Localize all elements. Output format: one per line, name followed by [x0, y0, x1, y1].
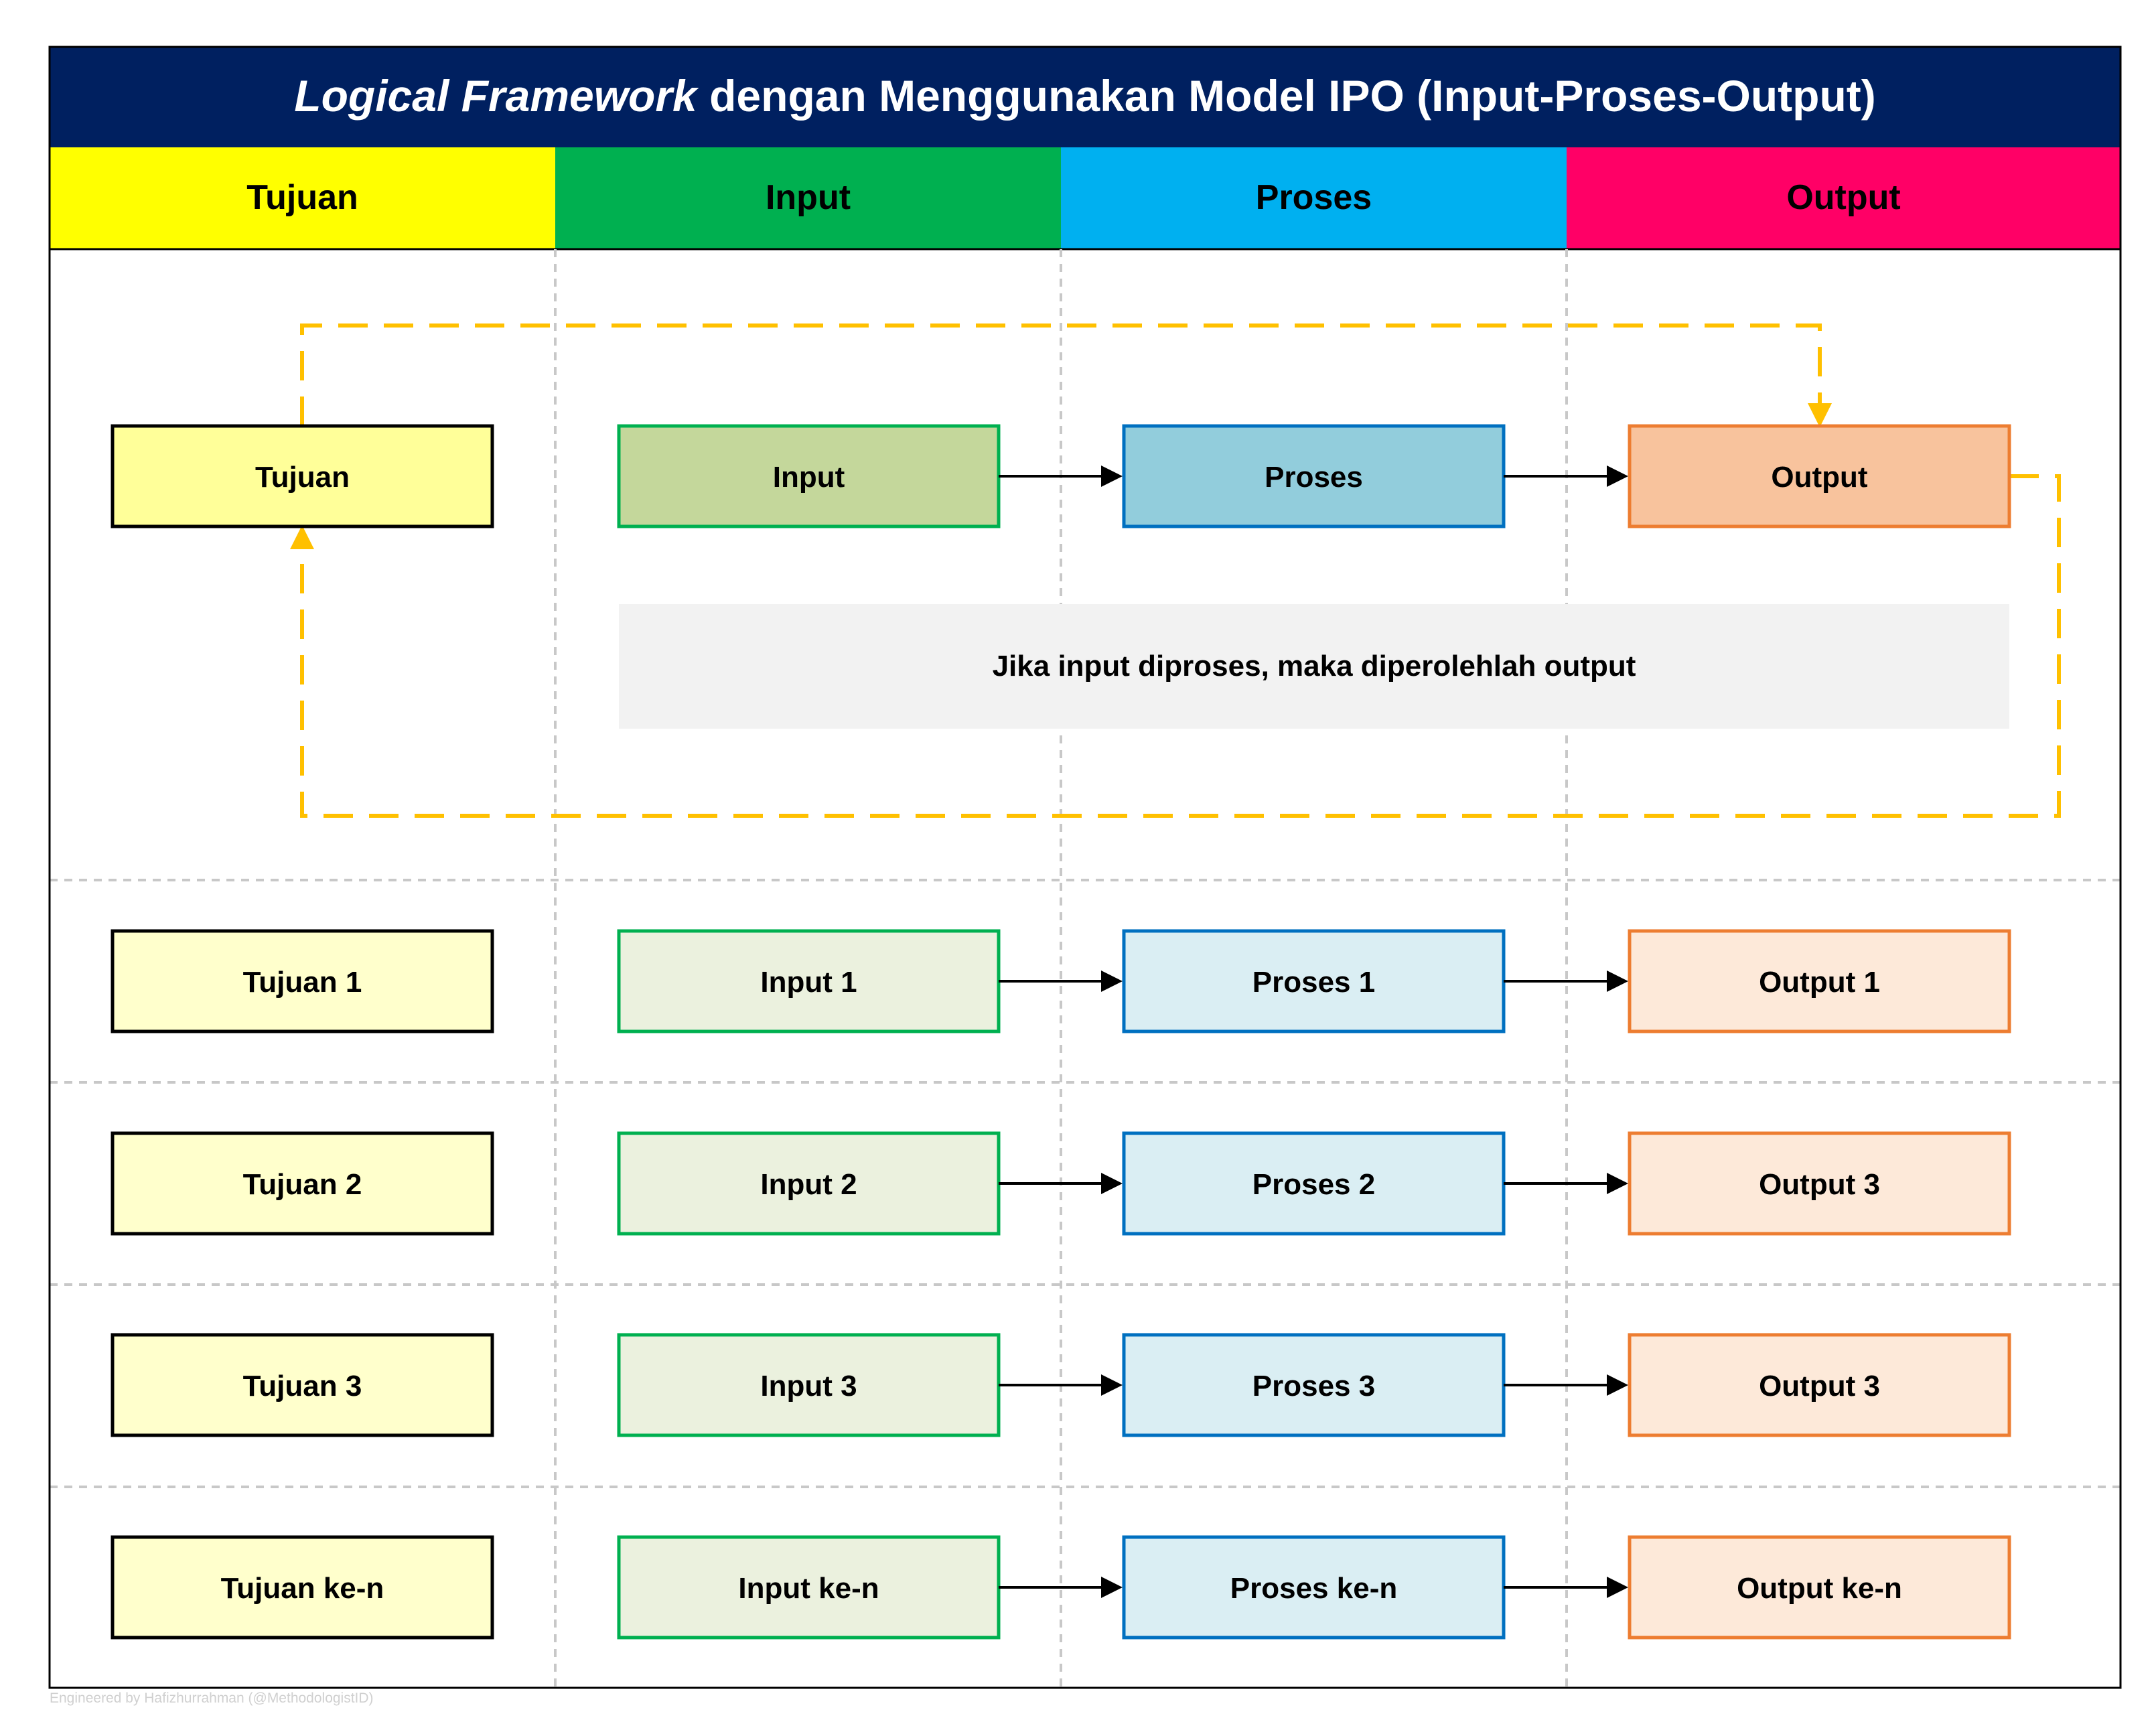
- column-header-input: Input: [766, 178, 851, 217]
- row-3-proses-label: Proses 3: [1252, 1370, 1375, 1402]
- row-4-output-label: Output ke-n: [1737, 1572, 1902, 1605]
- row-2-tujuan-label: Tujuan 2: [243, 1168, 362, 1201]
- model-output-box: Output: [1628, 424, 2011, 528]
- grid-lines: [50, 249, 2121, 1688]
- model-input-box: Input: [617, 424, 1001, 528]
- row-1-input-rect: [617, 929, 1001, 1033]
- row-3-tujuan-rect: [111, 1333, 494, 1437]
- model-proses-label: Proses: [1265, 461, 1363, 494]
- row-1-input-label: Input 1: [760, 966, 857, 999]
- row-4-output-rect: [1628, 1535, 2011, 1640]
- row-2-tujuan-box: Tujuan 2: [111, 1131, 494, 1236]
- row-2-output-box: Output 3: [1628, 1131, 2011, 1236]
- row-1-proses-rect: [1122, 929, 1506, 1033]
- title-bar: [50, 47, 2121, 147]
- row-2-output-rect: [1628, 1131, 2011, 1236]
- row-1-tujuan-box: Tujuan 1: [111, 929, 494, 1033]
- row-3-proses-box: Proses 3: [1122, 1333, 1506, 1437]
- row-4-input-box: Input ke-n: [617, 1535, 1001, 1640]
- row-3-output-rect: [1628, 1333, 2011, 1437]
- page-title: Logical Framework dengan Menggunakan Mod…: [294, 71, 1875, 121]
- column-header-tujuan-bg: [50, 147, 555, 249]
- model-output-rect: [1628, 424, 2011, 528]
- diagram-frame: [48, 46, 2122, 1689]
- model-proses-rect: [1122, 424, 1506, 528]
- title-rest: dengan Menggunakan Model IPO (Input-Pros…: [697, 71, 1876, 121]
- model-input-rect: [617, 424, 1001, 528]
- row-1-input-box: Input 1: [617, 929, 1001, 1033]
- statement-box: [619, 604, 2009, 729]
- model-proses-box: Proses: [1122, 424, 1506, 528]
- statement-text: Jika input diproses, maka diperolehlah o…: [993, 650, 1636, 682]
- row-2-tujuan-rect: [111, 1131, 494, 1236]
- row-3-input-label: Input 3: [760, 1370, 857, 1402]
- row-4-tujuan-label: Tujuan ke-n: [221, 1572, 384, 1605]
- row-1-proses-label: Proses 1: [1252, 966, 1375, 999]
- row-4-tujuan-box: Tujuan ke-n: [111, 1535, 494, 1640]
- row-1-tujuan-label: Tujuan 1: [243, 966, 362, 999]
- model-tujuan-box: Tujuan: [111, 424, 494, 528]
- column-headers: Tujuan Input Proses Output: [50, 147, 2121, 250]
- row-1-tujuan-rect: [111, 929, 494, 1033]
- row-3-output-label: Output 3: [1759, 1370, 1880, 1402]
- row-3-output-box: Output 3: [1628, 1333, 2011, 1437]
- row-1-output-label: Output 1: [1759, 966, 1880, 999]
- row-3-tujuan-box: Tujuan 3: [111, 1333, 494, 1437]
- row-2-proses-box: Proses 2: [1122, 1131, 1506, 1236]
- column-header-output-bg: [1567, 147, 2121, 249]
- row-3-input-rect: [617, 1333, 1001, 1437]
- title-italic: Logical Framework: [294, 71, 699, 121]
- feedback-loop: [290, 323, 2061, 818]
- row-3-input-box: Input 3: [617, 1333, 1001, 1437]
- row-2-output-label: Output 3: [1759, 1168, 1880, 1201]
- row-2-input-box: Input 2: [617, 1131, 1001, 1236]
- row-2-proses-rect: [1122, 1131, 1506, 1236]
- row-4-proses-box: Proses ke-n: [1122, 1535, 1506, 1640]
- row-4-input-rect: [617, 1535, 1001, 1640]
- model-tujuan-label: Tujuan: [255, 461, 350, 494]
- column-header-proses: Proses: [1256, 178, 1372, 217]
- row-1-output-box: Output 1: [1628, 929, 2011, 1033]
- row-4-output-box: Output ke-n: [1628, 1535, 2011, 1640]
- row-4-proses-label: Proses ke-n: [1230, 1572, 1397, 1605]
- column-header-tujuan: Tujuan: [246, 178, 358, 217]
- column-header-input-bg: [555, 147, 1061, 249]
- row-2-input-label: Input 2: [760, 1168, 857, 1201]
- row-1-output-rect: [1628, 929, 2011, 1033]
- row-3-tujuan-label: Tujuan 3: [243, 1370, 362, 1402]
- row-1-proses-box: Proses 1: [1122, 929, 1506, 1033]
- model-tujuan-rect: [111, 424, 494, 528]
- row-2-proses-label: Proses 2: [1252, 1168, 1375, 1201]
- column-header-proses-bg: [1061, 147, 1567, 249]
- credit-note: Engineered by Hafizhurrahman (@Methodolo…: [50, 1690, 374, 1706]
- model-output-label: Output: [1771, 461, 1868, 494]
- row-4-tujuan-rect: [111, 1535, 494, 1640]
- row-4-proses-rect: [1122, 1535, 1506, 1640]
- feedback-arrow-to-tujuan: [290, 474, 2061, 818]
- feedback-arrow-to-output: [300, 323, 1832, 427]
- row-4-input-label: Input ke-n: [738, 1572, 879, 1605]
- column-header-output: Output: [1786, 178, 1900, 217]
- row-2-input-rect: [617, 1131, 1001, 1236]
- model-input-label: Input: [773, 461, 845, 494]
